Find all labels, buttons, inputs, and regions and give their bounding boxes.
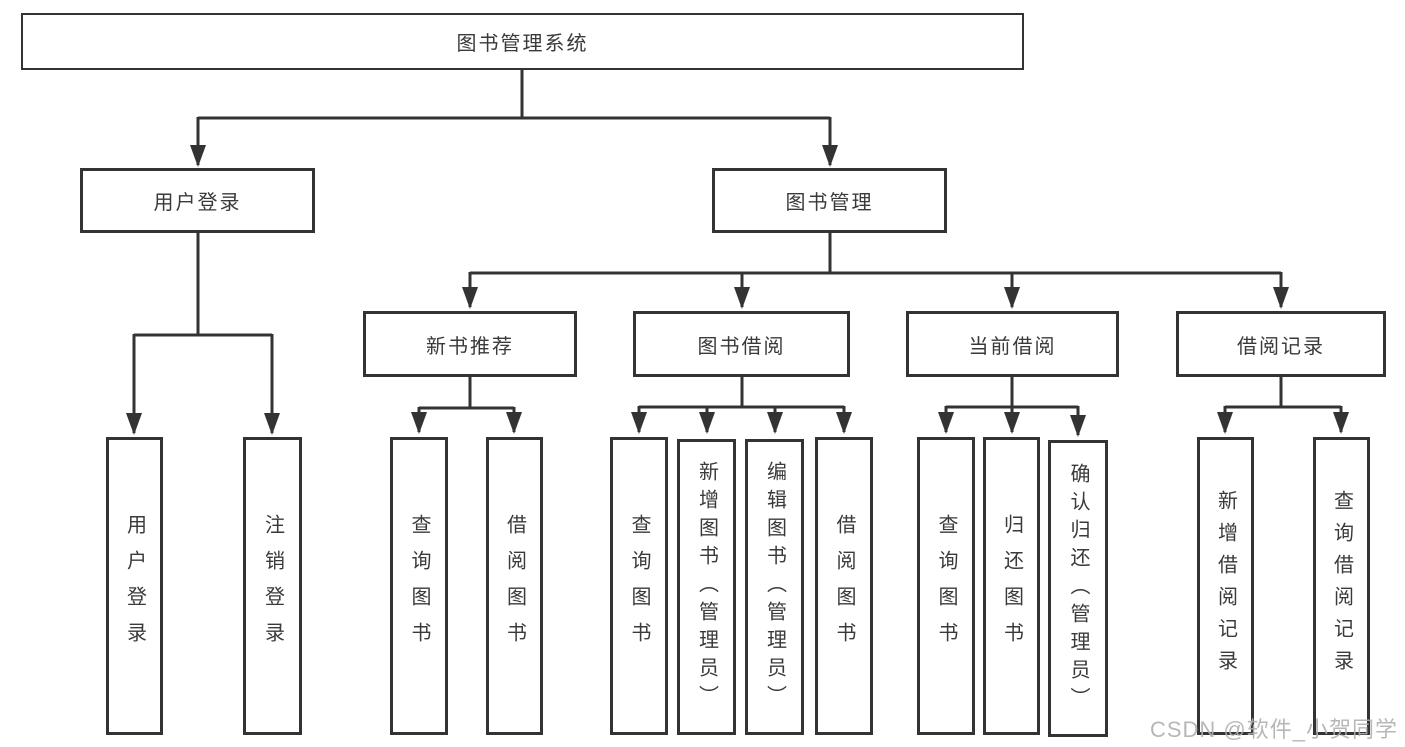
node-book-borrow-label: 图书借阅 — [697, 335, 786, 358]
node-current-borrow-label: 当前借阅 — [968, 335, 1057, 358]
node-leaf-nbr-query-books-label: 查询图书 — [408, 514, 430, 658]
node-leaf-cb-query-books-label: 查询图书 — [935, 514, 957, 658]
node-book-management-module-label: 图书管理 — [785, 192, 874, 214]
node-leaf-bb-add-books-admin-label: 新增图书（管理员） — [695, 461, 718, 713]
node-leaf-user-login: 用户登录 — [106, 437, 163, 735]
node-leaf-bb-borrow-books: 借阅图书 — [815, 437, 873, 735]
node-leaf-bb-edit-books-admin-label: 编辑图书（管理员） — [763, 461, 786, 713]
node-borrow-records-label: 借阅记录 — [1237, 335, 1325, 358]
node-leaf-bb-borrow-books-label: 借阅图书 — [833, 514, 855, 658]
node-system-root: 图书管理系统 — [21, 13, 1024, 70]
node-leaf-user-login-label: 用户登录 — [123, 514, 146, 658]
node-user-login-module-label: 用户登录 — [153, 192, 242, 214]
csdn-watermark: CSDN @软件_小贺同学 — [1149, 717, 1398, 742]
node-leaf-nbr-borrow-books: 借阅图书 — [486, 437, 543, 735]
node-book-borrow: 图书借阅 — [633, 311, 850, 377]
node-borrow-records: 借阅记录 — [1176, 311, 1386, 377]
node-leaf-bb-query-books: 查询图书 — [610, 437, 668, 735]
node-user-login-module: 用户登录 — [80, 168, 315, 233]
node-leaf-bb-edit-books-admin: 编辑图书（管理员） — [745, 439, 804, 735]
node-leaf-cb-query-books: 查询图书 — [917, 437, 975, 735]
node-leaf-br-query-record-label: 查询借阅记录 — [1330, 490, 1353, 682]
node-leaf-nbr-borrow-books-label: 借阅图书 — [503, 514, 526, 658]
node-leaf-logout: 注销登录 — [243, 437, 302, 735]
node-leaf-cb-return-books-label: 归还图书 — [1000, 514, 1023, 658]
node-leaf-bb-query-books-label: 查询图书 — [628, 514, 650, 658]
node-leaf-br-query-record: 查询借阅记录 — [1313, 437, 1370, 735]
node-leaf-br-add-record-label: 新增借阅记录 — [1214, 490, 1237, 682]
node-leaf-logout-label: 注销登录 — [261, 514, 284, 658]
node-book-management-module: 图书管理 — [712, 168, 947, 233]
node-leaf-br-add-record: 新增借阅记录 — [1197, 437, 1254, 735]
node-new-book-recommend-label: 新书推荐 — [426, 335, 514, 358]
node-system-root-label: 图书管理系统 — [456, 33, 589, 55]
node-leaf-cb-confirm-return-admin-label: 确认归还（管理员） — [1067, 462, 1089, 715]
node-leaf-cb-confirm-return-admin: 确认归还（管理员） — [1048, 440, 1108, 737]
node-new-book-recommend: 新书推荐 — [363, 311, 577, 377]
node-leaf-nbr-query-books: 查询图书 — [390, 437, 448, 735]
node-leaf-cb-return-books: 归还图书 — [983, 437, 1040, 735]
node-leaf-bb-add-books-admin: 新增图书（管理员） — [677, 439, 736, 735]
node-current-borrow: 当前借阅 — [906, 311, 1119, 377]
